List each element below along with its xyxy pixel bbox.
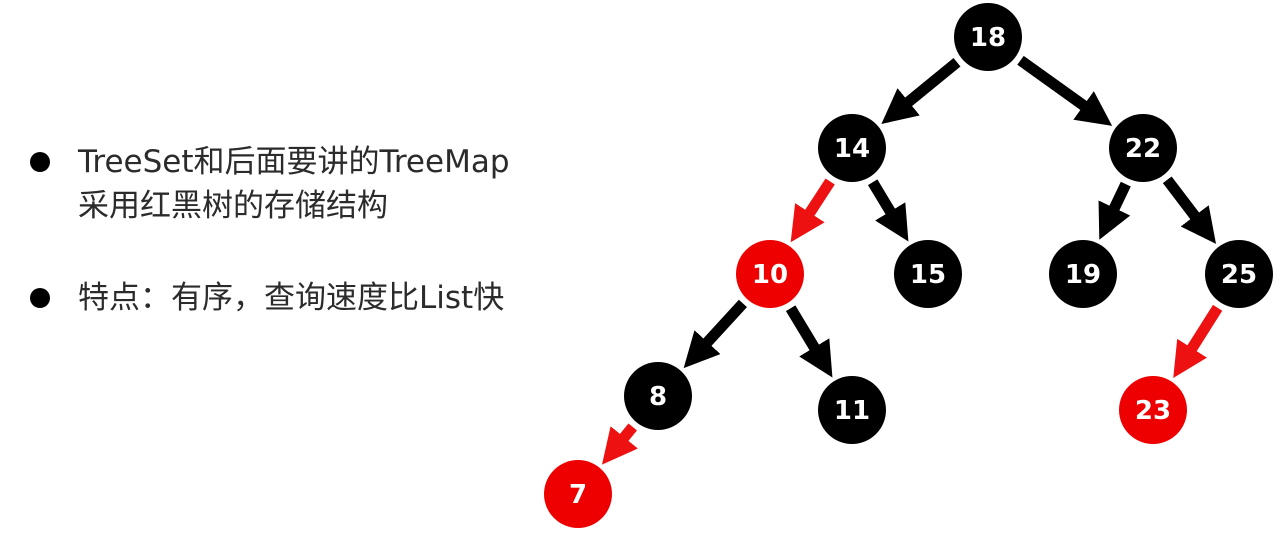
edges-layer <box>601 55 1223 465</box>
node-circle <box>624 362 692 430</box>
tree-node-8: 8 <box>624 362 692 430</box>
node-label: 23 <box>1135 396 1171 426</box>
nodes-layer: 18 14 22 10 15 19 25 8 11 23 7 <box>544 3 1273 528</box>
node-label: 18 <box>970 23 1006 53</box>
bullet-text: 特点：有序，查询速度比List快 <box>78 280 505 316</box>
edge-22-25 <box>1162 176 1217 244</box>
node-circle <box>736 240 804 308</box>
edge-14-15 <box>867 179 909 242</box>
bullet-dot-icon <box>30 152 50 172</box>
tree-node-14: 14 <box>818 114 886 182</box>
node-label: 10 <box>752 260 788 290</box>
edge-10-11 <box>785 305 833 378</box>
tree-node-15: 15 <box>894 240 962 308</box>
node-label: 15 <box>910 260 946 290</box>
node-label: 25 <box>1221 260 1257 290</box>
node-circle <box>1109 114 1177 182</box>
node-circle <box>894 240 962 308</box>
edge-10-8 <box>683 299 748 369</box>
node-circle <box>818 114 886 182</box>
edge-25-23 <box>1173 304 1223 378</box>
bullet-text: TreeSet和后面要讲的TreeMap 采用红黑树的存储结构 <box>78 144 510 224</box>
node-label: 7 <box>569 480 587 510</box>
node-label: 11 <box>834 396 870 426</box>
node-circle <box>544 460 612 528</box>
edge-18-14 <box>881 58 961 125</box>
tree-node-23: 23 <box>1119 376 1187 444</box>
tree-node-25: 25 <box>1205 240 1273 308</box>
tree-node-19: 19 <box>1049 240 1117 308</box>
bullet-item: 特点：有序，查询速度比List快 <box>30 276 590 320</box>
node-circle <box>1049 240 1117 308</box>
node-circle <box>1119 376 1187 444</box>
node-label: 14 <box>834 134 870 164</box>
node-circle <box>954 3 1022 71</box>
edge-22-19 <box>1098 181 1131 240</box>
edge-8-7 <box>601 423 638 465</box>
edge-18-22 <box>1017 55 1113 126</box>
node-circle <box>818 376 886 444</box>
node-label: 19 <box>1065 260 1101 290</box>
tree-node-10: 10 <box>736 240 804 308</box>
bullet-item: TreeSet和后面要讲的TreeMap 采用红黑树的存储结构 <box>30 140 590 228</box>
bullet-dot-icon <box>30 288 50 308</box>
bullet-list: TreeSet和后面要讲的TreeMap 采用红黑树的存储结构 特点：有序，查询… <box>30 140 590 368</box>
tree-node-7: 7 <box>544 460 612 528</box>
node-circle <box>1205 240 1273 308</box>
node-label: 22 <box>1125 134 1161 164</box>
node-label: 8 <box>649 382 667 412</box>
tree-node-18: 18 <box>954 3 1022 71</box>
tree-node-11: 11 <box>818 376 886 444</box>
tree-node-22: 22 <box>1109 114 1177 182</box>
edge-14-10 <box>790 178 835 243</box>
